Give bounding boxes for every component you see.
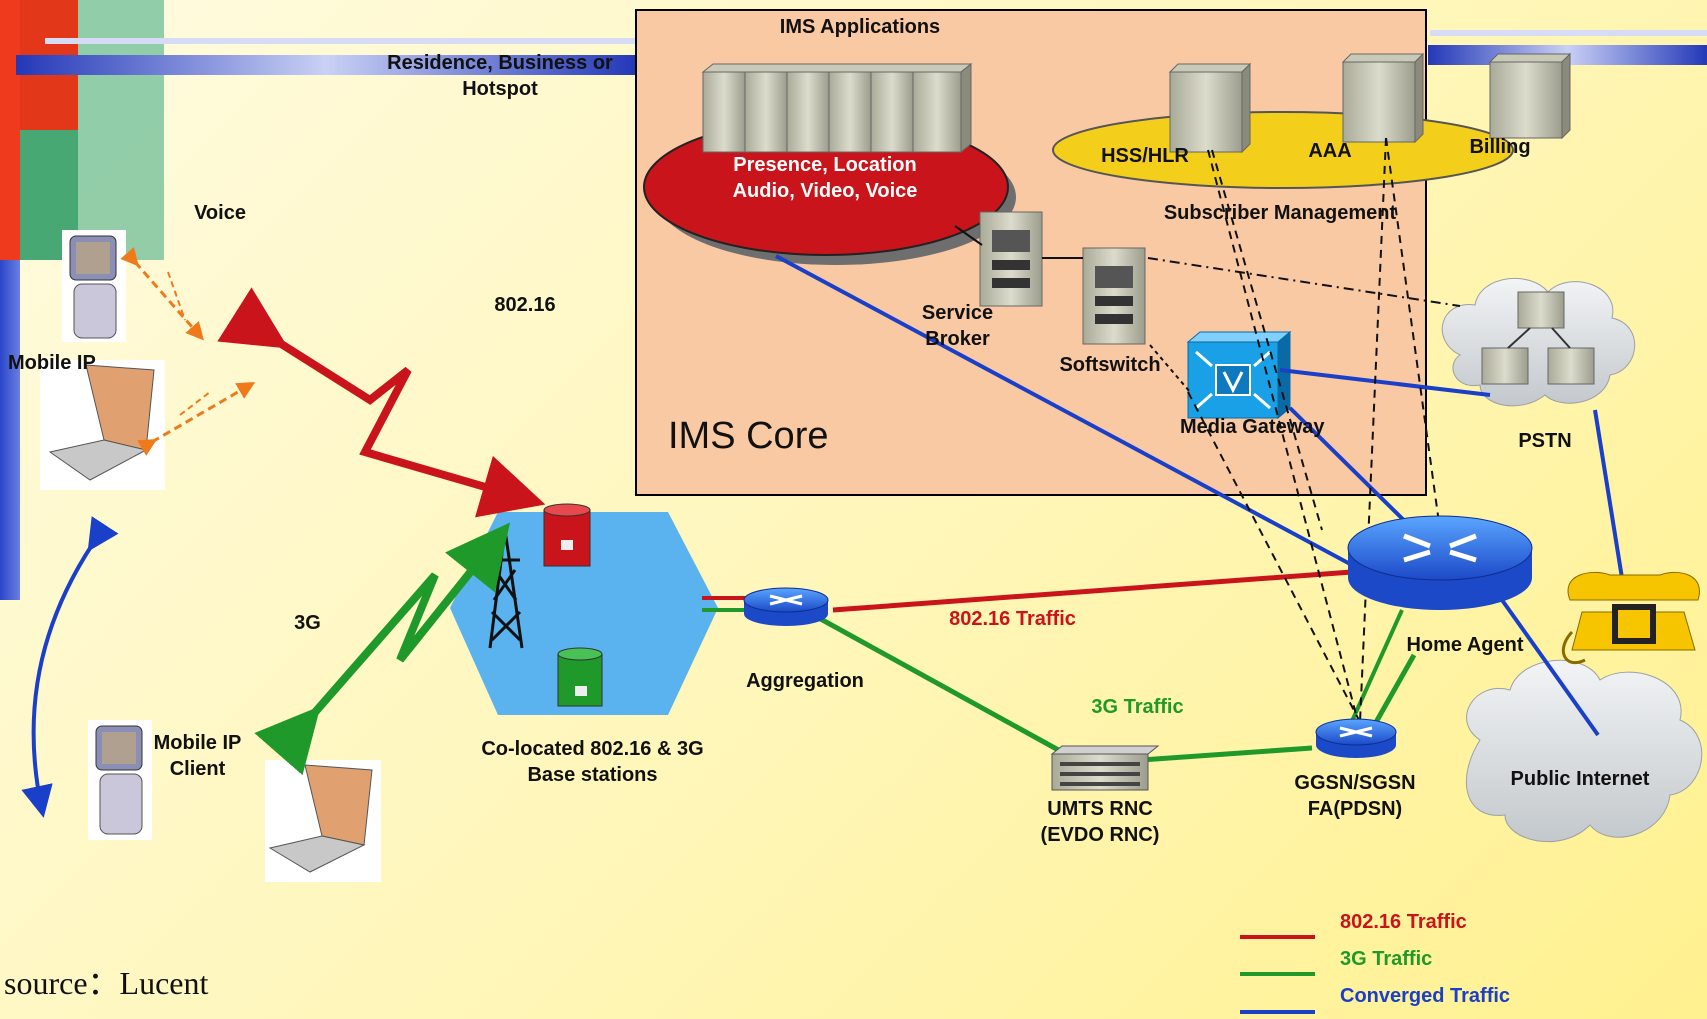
media-gateway-icon [1186, 330, 1292, 420]
public-internet-label: Public Internet [1510, 768, 1650, 790]
ggsn-label: GGSN/SGSN FA(PDSN) [1294, 772, 1416, 820]
media-gateway-label: Media Gateway [1180, 416, 1325, 438]
site-label: Residence, Business or Hotspot [387, 52, 613, 100]
mobile-ip-label: Mobile IP [8, 352, 96, 374]
hss-label: HSS/HLR [1101, 145, 1189, 167]
billing-server-icon [1488, 52, 1572, 140]
softswitch-label: Softswitch [1059, 354, 1161, 376]
legend-label-converged: Converged Traffic [1340, 985, 1511, 1007]
ims-core-label: IMS Core [668, 415, 829, 457]
3g-label: 3G [294, 612, 321, 634]
base-station-hexagon [450, 512, 718, 715]
base-stations-label: Co-located 802.16 & 3G Base stations [481, 738, 704, 786]
wimax-link-arrow [217, 287, 546, 518]
umts-rnc-icon [1050, 745, 1160, 791]
ims-applications-title: IMS Applications [779, 16, 941, 38]
public-internet-cloud [1465, 659, 1703, 843]
phone-icon [1561, 571, 1700, 665]
3g-base-station-icon [557, 647, 603, 707]
ggsn-router-icon [1315, 718, 1397, 758]
aggregation-router-icon [743, 587, 829, 626]
service-broker-label: Service Broker [921, 302, 994, 350]
pstn-cloud [1441, 278, 1636, 407]
service-broker-icon [979, 211, 1043, 307]
home-agent-label: Home Agent [1406, 634, 1524, 656]
source-caption: source：Lucent [4, 965, 209, 1001]
legend-label-wimax: 802.16 Traffic [1340, 911, 1467, 933]
voice-label: Voice [194, 202, 246, 224]
softswitch-icon [1082, 247, 1146, 345]
mobile-ip-client-label: Mobile IP Client [153, 732, 242, 780]
wimax-traffic-label: 802.16 Traffic [949, 608, 1076, 630]
3g-traffic-label: 3G Traffic [1091, 696, 1184, 718]
wimax-base-station-icon [543, 503, 591, 567]
aaa-label: AAA [1308, 140, 1352, 162]
handover-arrow [21, 516, 119, 818]
application-servers [701, 62, 973, 154]
billing-label: Billing [1469, 136, 1531, 158]
legend-label-3g: 3G Traffic [1340, 948, 1433, 970]
subscriber-management-label: Subscriber Management [1163, 202, 1397, 224]
wimax-label: 802.16 [494, 294, 556, 316]
umts-rnc-label: UMTS RNC (EVDO RNC) [1040, 798, 1160, 846]
laptop-device-icon [40, 360, 165, 490]
laptop-client-icon [265, 760, 381, 882]
home-agent-router-icon [1347, 515, 1533, 610]
hss-server-icon [1168, 62, 1252, 154]
phone-client-icon [88, 720, 152, 840]
aaa-server-icon [1341, 52, 1425, 144]
pstn-label: PSTN [1518, 430, 1572, 452]
app-services-label: Presence, Location Audio, Video, Voice [732, 154, 918, 202]
phone-device-icon [62, 230, 126, 342]
aggregation-label: Aggregation [746, 670, 864, 692]
3g-link-arrow [254, 522, 510, 776]
